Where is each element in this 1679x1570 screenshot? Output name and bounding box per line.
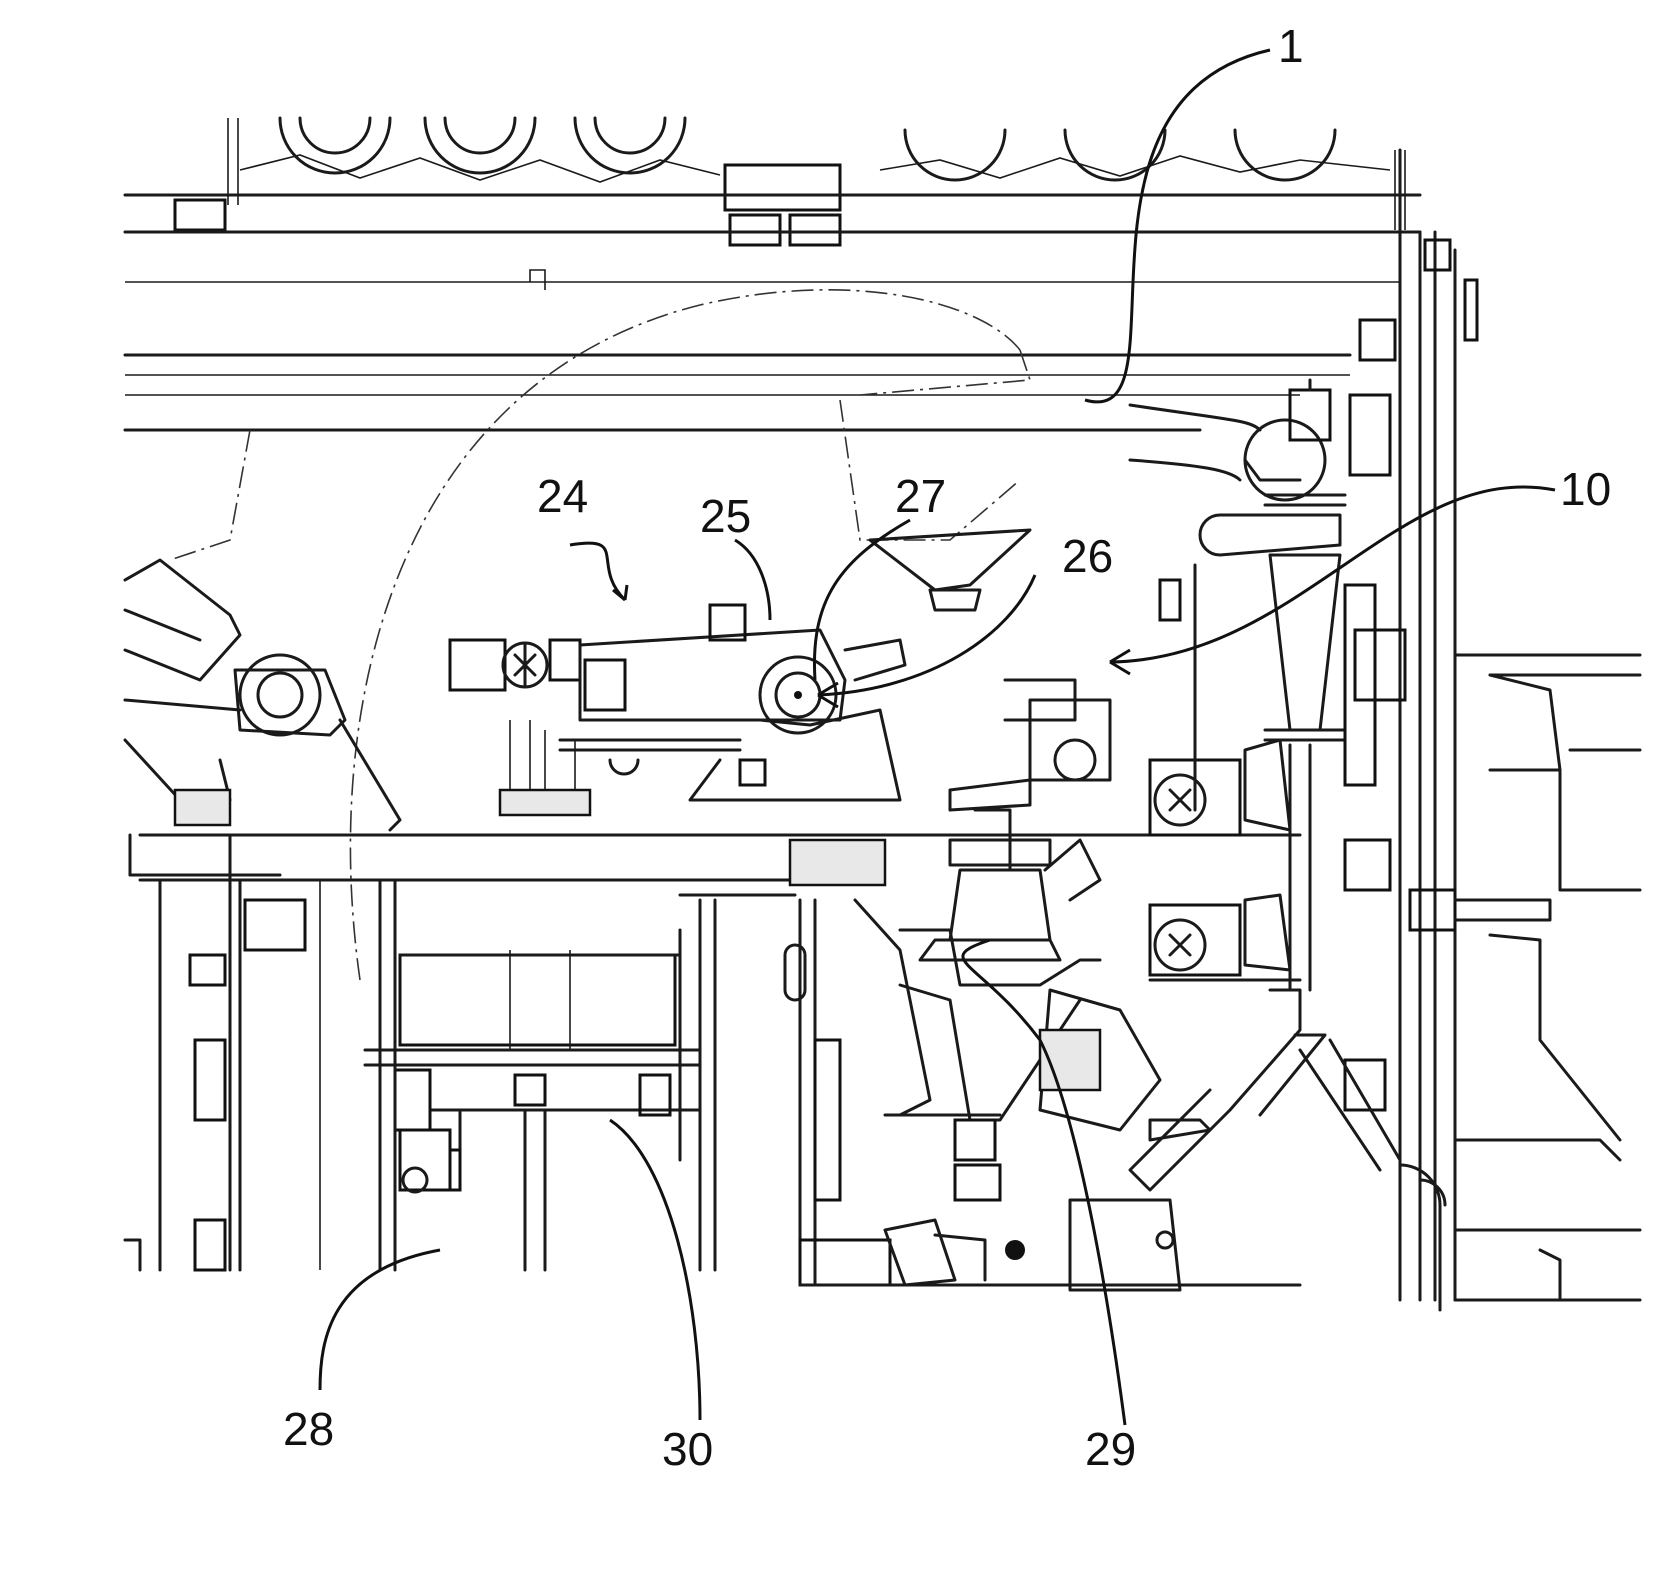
label-30: 30	[662, 1423, 713, 1475]
gearbox-assembly	[450, 605, 905, 815]
label-10: 10	[1560, 463, 1611, 515]
label-1: 1	[1278, 20, 1304, 72]
mill-hopper-assembly	[870, 530, 1210, 1290]
leader-lines	[320, 50, 1555, 1425]
label-26: 26	[1062, 530, 1113, 582]
leader-28	[320, 1250, 440, 1390]
label-29: 29	[1085, 1423, 1136, 1475]
leader-25	[735, 540, 770, 620]
leader-10	[1110, 487, 1555, 662]
left-roller-assembly	[125, 560, 400, 830]
label-25: 25	[700, 490, 751, 542]
label-27: 27	[895, 470, 946, 522]
leader-1	[1085, 50, 1270, 402]
leader-29	[963, 940, 1125, 1425]
leader-26	[818, 575, 1035, 695]
motor-units	[1150, 740, 1300, 980]
travel-path-dashed	[170, 290, 1030, 980]
label-28: 28	[283, 1403, 334, 1455]
top-housing	[175, 118, 1405, 245]
leader-30	[610, 1120, 700, 1420]
label-24: 24	[537, 470, 588, 522]
leader-27	[814, 520, 910, 680]
cyclone-duct	[1130, 380, 1445, 1310]
left-columns	[125, 880, 460, 1270]
